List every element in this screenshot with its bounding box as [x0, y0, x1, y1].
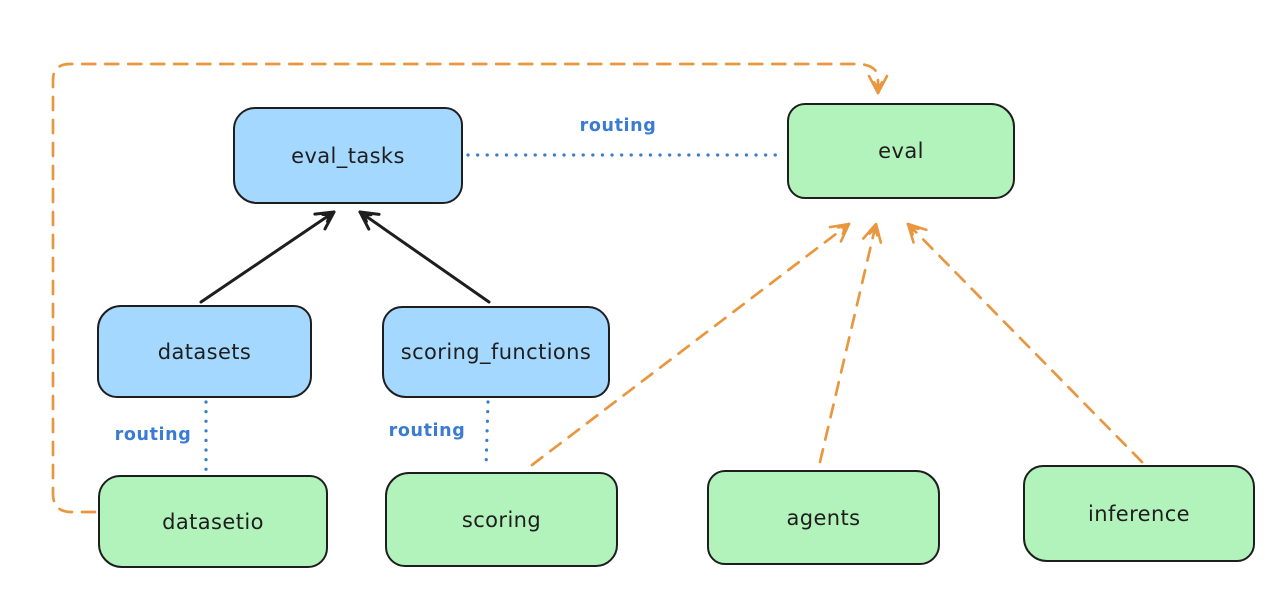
node-scoring-functions-label: scoring_functions — [400, 340, 592, 364]
edge-scoring-functions-to-eval-tasks — [358, 210, 491, 304]
node-datasetio-label: datasetio — [162, 509, 264, 534]
node-agents: agents — [707, 470, 940, 565]
node-scoring: scoring — [385, 472, 618, 567]
edge-datasets-to-eval-tasks — [199, 210, 336, 304]
edge-scoring-functions-to-scoring-routing — [484, 400, 490, 470]
node-datasets-label: datasets — [157, 339, 252, 364]
routing-label-scoring-functions-scoring: routing — [388, 421, 466, 441]
node-datasetio: datasetio — [98, 475, 328, 568]
node-inference: inference — [1023, 465, 1255, 562]
routing-label-datasets-datasetio: routing — [114, 425, 192, 445]
edge-inference-to-eval — [906, 222, 1144, 464]
node-eval-label: eval — [878, 139, 924, 163]
node-scoring-functions: scoring_functions — [382, 306, 610, 398]
node-eval-tasks-label: eval_tasks — [291, 143, 405, 168]
node-datasets: datasets — [97, 305, 312, 398]
routing-label-eval-tasks-eval: routing — [579, 116, 657, 136]
node-scoring-label: scoring — [461, 507, 542, 532]
edge-agents-to-eval — [818, 222, 883, 464]
node-inference-label: inference — [1088, 501, 1190, 526]
node-eval: eval — [787, 103, 1015, 199]
node-agents-label: agents — [786, 505, 861, 530]
node-eval-tasks: eval_tasks — [233, 107, 463, 204]
